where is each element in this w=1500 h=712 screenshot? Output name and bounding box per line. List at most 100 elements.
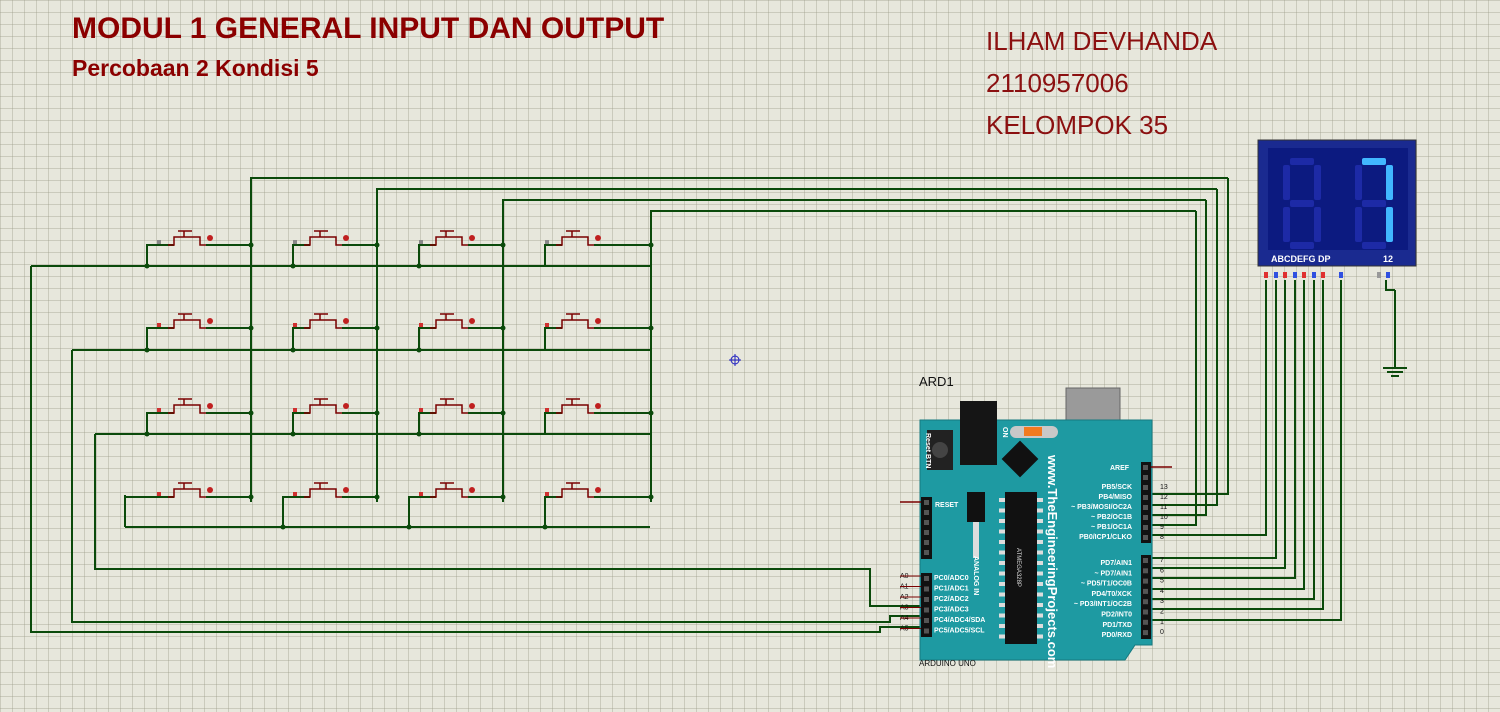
- wires: [30, 177, 1395, 633]
- column-to-arduino: [1152, 178, 1229, 495]
- junction: [648, 242, 654, 248]
- chip-leg: [1037, 561, 1043, 565]
- switch-to-row: [408, 496, 436, 527]
- switch-to-row: [146, 327, 174, 350]
- header-pin: [924, 597, 929, 602]
- digital-pin-number: 7: [1160, 557, 1164, 564]
- junction: [248, 410, 254, 416]
- digital-pin-label: PB5/SCK: [1102, 484, 1132, 491]
- switch-contact: [207, 235, 213, 241]
- digital-pin-label: PD0/RXD: [1102, 632, 1132, 639]
- digital-pin-number: 6: [1160, 567, 1164, 574]
- pin-marker: [157, 408, 161, 412]
- analog-pin-label: PC5/ADC5/SCL: [934, 628, 985, 635]
- header-pin: [924, 510, 929, 515]
- header-pin: [924, 628, 929, 634]
- header-pin: [924, 500, 929, 505]
- board-pins: PC0/ADC0A0PC1/ADC1A1PC2/ADC2A2PC3/ADC3A3…: [900, 465, 1168, 639]
- page-subtitle: Percobaan 2 Kondisi 5: [72, 55, 319, 81]
- junction: [374, 325, 380, 331]
- header-pin: [1143, 619, 1148, 625]
- digital-header-d: [1141, 555, 1151, 639]
- arduino-name: ARDUINO UNO: [919, 659, 976, 668]
- pin-marker: [545, 240, 549, 244]
- regulator-lead: [973, 522, 979, 558]
- chip-legs: [999, 498, 1043, 639]
- column-to-arduino: [1152, 189, 1218, 506]
- chip-leg: [999, 634, 1005, 639]
- push-button: [419, 313, 475, 329]
- switch-to-row: [418, 327, 436, 350]
- display-pin: [1274, 272, 1278, 278]
- push-button: [545, 398, 601, 414]
- header-pin: [1143, 558, 1148, 563]
- header-pin: [924, 576, 929, 581]
- ghost-segment-f: [1283, 165, 1290, 200]
- seven-segment-display[interactable]: ABCDEFG DP 12: [1257, 139, 1417, 278]
- column-wire: [376, 188, 1217, 502]
- author-nim: 2110957006: [986, 68, 1129, 98]
- segment-wire: [1152, 280, 1277, 559]
- chip-leg: [999, 550, 1005, 555]
- switch-to-row: [146, 244, 174, 266]
- pin-marker: [293, 492, 297, 496]
- header-pin: [924, 618, 929, 623]
- chip-leg: [999, 529, 1005, 534]
- switch-contact: [343, 487, 349, 493]
- ghost-segment-c: [1314, 207, 1321, 242]
- switch-contact: [469, 487, 475, 493]
- column-wire: [250, 177, 1228, 502]
- push-button: [419, 398, 475, 414]
- reset-pin-label: RESET: [935, 502, 959, 509]
- reset-button-label: Reset BTN: [924, 433, 931, 468]
- header-pin: [1143, 525, 1148, 530]
- digital-pin-label: ~ PD5/T1/OC0B: [1081, 581, 1132, 588]
- pin-marker: [293, 323, 297, 327]
- pin-marker: [419, 323, 423, 327]
- switch-to-row: [124, 496, 174, 527]
- digital-pin-label: PD2/INT0: [1101, 612, 1132, 619]
- author-name: ILHAM DEVHANDA: [986, 26, 1218, 56]
- junction: [648, 325, 654, 331]
- junction: [248, 325, 254, 331]
- push-button: [545, 482, 601, 498]
- switch-body: [168, 404, 206, 414]
- switch-to-row: [544, 327, 562, 350]
- arduino-uno-board[interactable]: Reset BTN ON ANALOG IN ATMEGA328P www.Th…: [900, 387, 1172, 668]
- header-pin: [1143, 609, 1148, 615]
- push-button: [545, 313, 601, 329]
- analog-pin-label: PC4/ADC4/SDA: [934, 617, 985, 624]
- pin-marker: [545, 492, 549, 496]
- switch-to-row: [544, 244, 562, 266]
- push-button: [157, 230, 213, 246]
- junction: [374, 494, 380, 500]
- chip-leg: [1037, 571, 1043, 576]
- switch-to-row: [418, 244, 436, 266]
- digital-pin-number: 11: [1160, 504, 1167, 511]
- digital-pin-number: 8: [1160, 534, 1164, 541]
- display-pin: [1264, 272, 1268, 278]
- pin-marker: [157, 492, 161, 496]
- switch-body: [430, 236, 468, 246]
- ghost-segment-e: [1283, 207, 1290, 242]
- junction: [648, 494, 654, 500]
- pin-marker: [157, 323, 161, 327]
- common-label: 12: [1383, 254, 1393, 264]
- switch-to-row: [544, 412, 562, 434]
- ghost-segment-d: [1362, 242, 1386, 249]
- header-pin: [1143, 535, 1148, 540]
- switch-to-row: [146, 412, 174, 434]
- header-pin: [1143, 505, 1148, 510]
- segment-wire: [1152, 280, 1296, 579]
- display-pin: [1293, 272, 1297, 278]
- switch-body: [430, 404, 468, 414]
- switch-contact: [469, 235, 475, 241]
- switch-contact: [207, 487, 213, 493]
- column-to-arduino: [1152, 200, 1207, 516]
- segment-wire: [1152, 280, 1315, 600]
- digital-pin-number: 1: [1160, 619, 1164, 626]
- digital-pin-number: 9: [1160, 524, 1164, 531]
- pin-marker: [293, 408, 297, 412]
- junction: [500, 494, 506, 500]
